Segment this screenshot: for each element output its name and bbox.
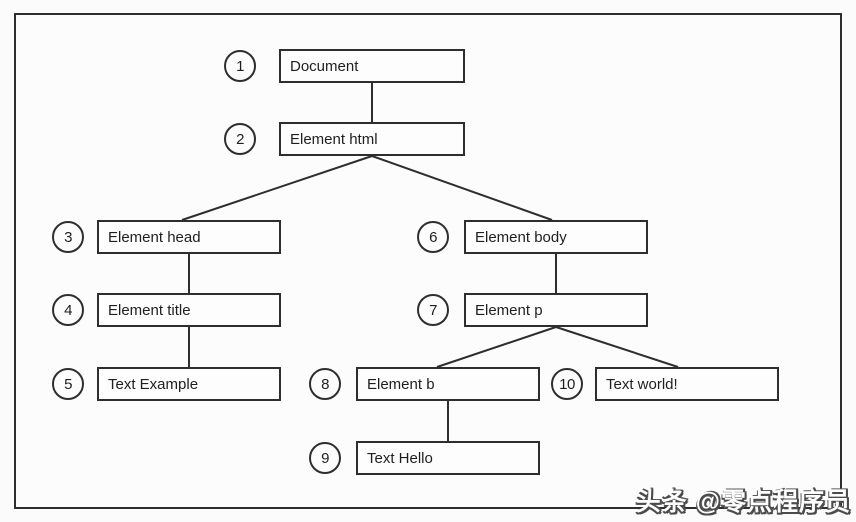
node-badge-8: 8	[309, 368, 341, 400]
node-label: Text Hello	[367, 449, 433, 467]
node-label: Element html	[290, 130, 378, 148]
node-badge-3: 3	[52, 221, 84, 253]
diagram-border	[14, 13, 842, 509]
node-label: Document	[290, 57, 359, 75]
node-badge-10: 10	[551, 368, 583, 400]
node-badge-2: 2	[224, 123, 256, 155]
node-number: 1	[236, 57, 244, 75]
node-badge-9: 9	[309, 442, 341, 474]
node-box-text-world: Text world!	[595, 367, 779, 401]
node-box-element-title: Element title	[97, 293, 281, 327]
node-badge-4: 4	[52, 294, 84, 326]
node-badge-5: 5	[52, 368, 84, 400]
node-badge-6: 6	[417, 221, 449, 253]
node-box-element-html: Element html	[279, 122, 465, 156]
watermark: 头条 @零点程序员	[635, 488, 851, 516]
node-box-text-hello: Text Hello	[356, 441, 540, 475]
node-label: Element body	[475, 228, 567, 246]
node-number: 6	[429, 228, 437, 246]
node-badge-1: 1	[224, 50, 256, 82]
node-box-element-body: Element body	[464, 220, 648, 254]
node-label: Element title	[108, 301, 191, 319]
node-label: Text world!	[606, 375, 678, 393]
node-label: Element head	[108, 228, 201, 246]
node-label: Element p	[475, 301, 543, 319]
node-box-element-head: Element head	[97, 220, 281, 254]
node-number: 4	[64, 301, 72, 319]
node-number: 7	[429, 301, 437, 319]
node-box-document: Document	[279, 49, 465, 83]
node-box-element-b: Element b	[356, 367, 540, 401]
node-number: 2	[236, 130, 244, 148]
node-number: 5	[64, 375, 72, 393]
node-number: 3	[64, 228, 72, 246]
node-box-element-p: Element p	[464, 293, 648, 327]
node-badge-7: 7	[417, 294, 449, 326]
node-label: Text Example	[108, 375, 199, 393]
node-number: 8	[321, 375, 329, 393]
node-label: Element b	[367, 375, 435, 393]
node-number: 10	[559, 375, 575, 393]
node-number: 9	[321, 449, 329, 467]
node-box-text-example: Text Example	[97, 367, 281, 401]
